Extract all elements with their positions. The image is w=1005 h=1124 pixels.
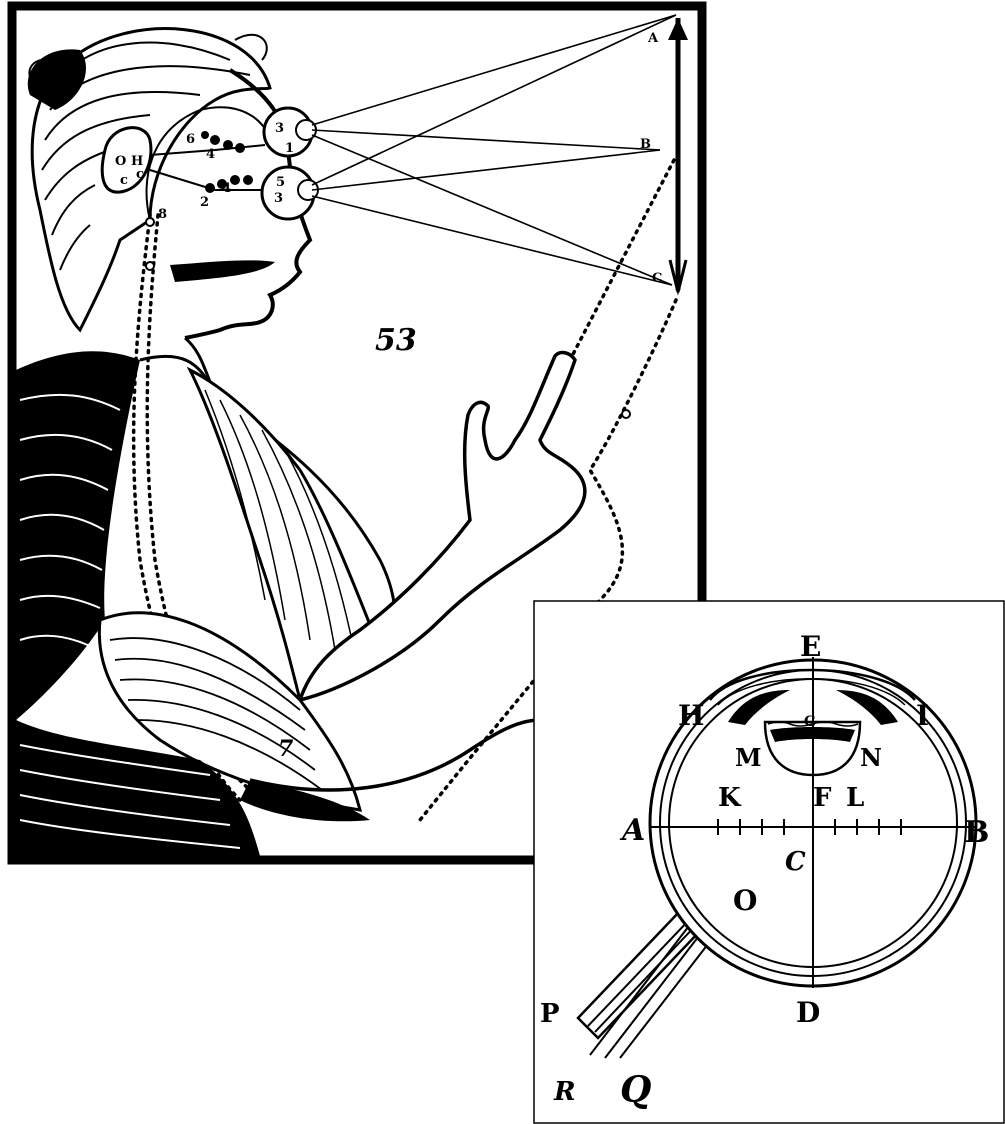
gland-label-c2: c	[136, 167, 144, 182]
eye-label-3b: 3	[274, 191, 283, 206]
label-b: B	[964, 815, 989, 850]
label-q: Q	[620, 1069, 651, 1111]
gland-label-o: O	[115, 154, 126, 169]
label-d: D	[796, 996, 820, 1029]
eye-label-5: 5	[276, 175, 285, 190]
nerve-label-8: 8	[158, 207, 167, 222]
label-f: F	[813, 783, 832, 813]
object-label-b: B	[640, 137, 651, 152]
eye-label-3a: 3	[275, 121, 284, 136]
object-label-c: C	[652, 271, 662, 286]
label-l: L	[846, 783, 864, 813]
label-e: E	[800, 630, 821, 663]
label-g: G	[804, 714, 816, 730]
label-p: P	[540, 999, 560, 1029]
label-a: A	[619, 813, 645, 848]
gland-label-c1: c	[120, 173, 128, 188]
label-h: H	[678, 699, 704, 732]
eye-diagram-panel: E D A B H I G M N K F L C O P R Q	[534, 601, 1004, 1123]
finger-label-7: 7	[278, 736, 294, 762]
label-r: R	[553, 1077, 576, 1107]
object-label-a: A	[647, 31, 659, 46]
label-n: N	[860, 743, 882, 772]
eye-label-1: 1	[285, 141, 294, 156]
label-m: M	[735, 743, 762, 772]
light-rays	[312, 15, 676, 285]
figure-number: 53	[375, 323, 417, 358]
brain-label-2: 2	[200, 195, 209, 210]
label-i: I	[916, 699, 929, 732]
label-c: C	[785, 847, 806, 877]
label-o: O	[733, 884, 757, 917]
brain-label-6: 6	[186, 132, 195, 147]
label-k: K	[718, 783, 742, 813]
jaw-shading	[170, 260, 275, 282]
object-arrow	[668, 18, 688, 292]
